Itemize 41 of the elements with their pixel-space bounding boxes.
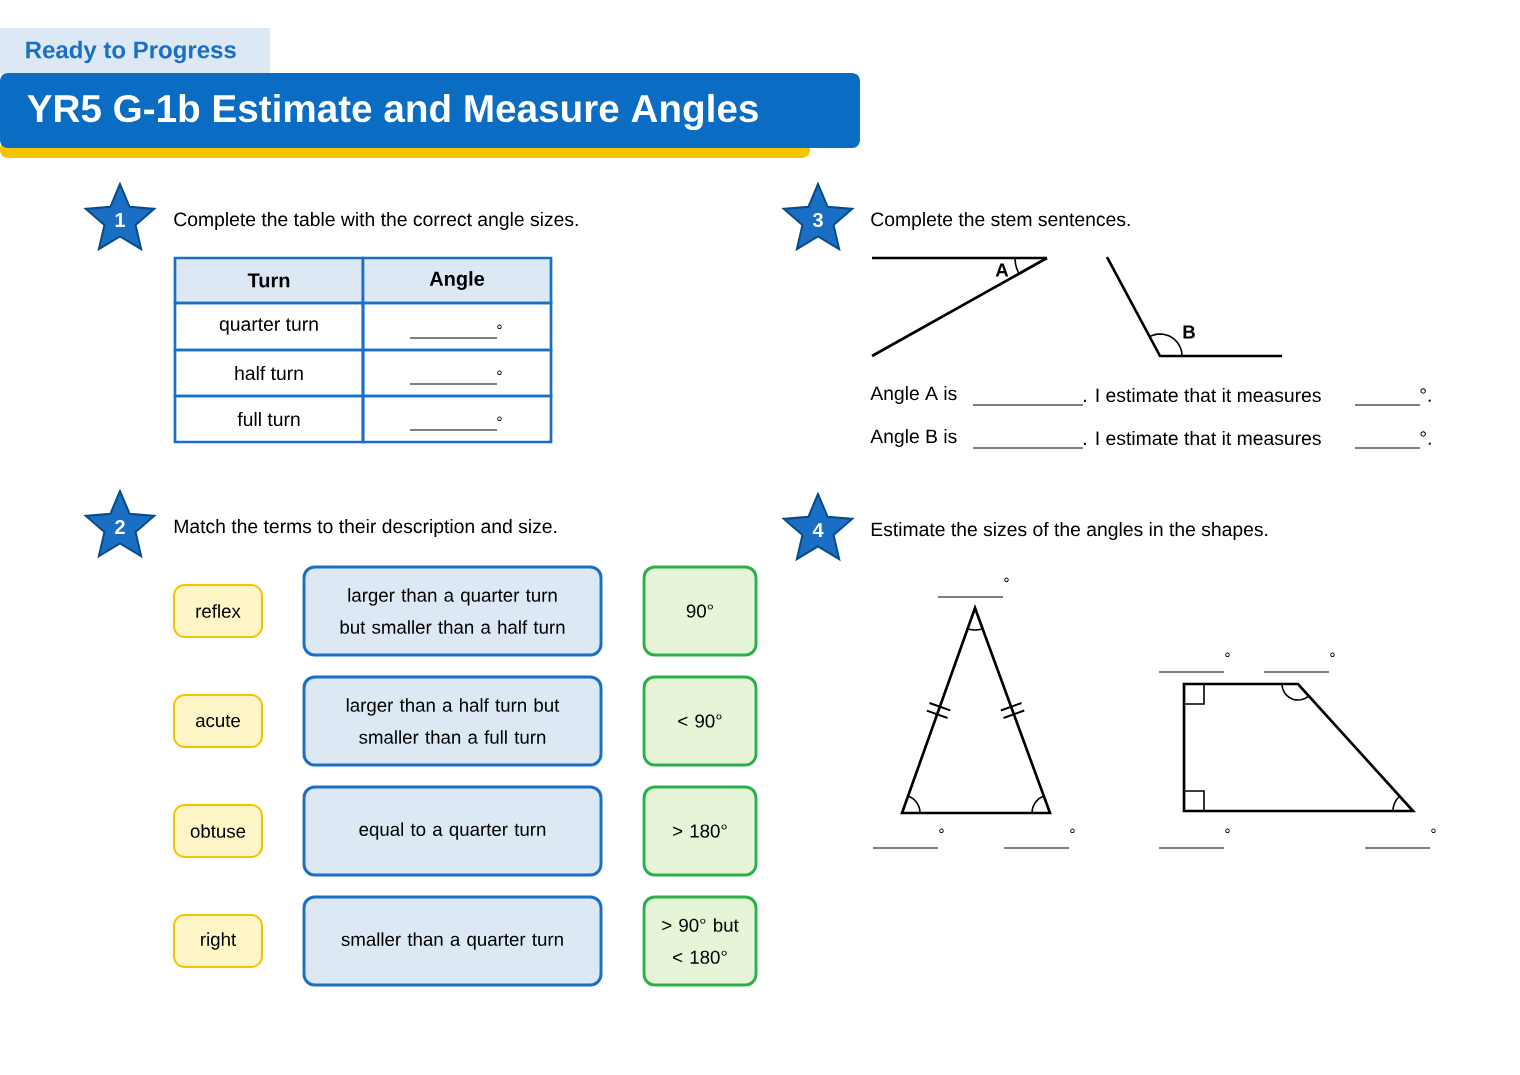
degree-sign: ° bbox=[1225, 652, 1230, 658]
instruction-text: Complete the stem sentences. bbox=[871, 212, 1130, 230]
sentence-text: . I estimate that it measures bbox=[1084, 387, 1321, 403]
angle-letter: A bbox=[995, 263, 1009, 277]
term-card: acute bbox=[173, 694, 263, 748]
table-header-cell: Turn bbox=[173, 256, 365, 305]
degree-sign: ° bbox=[497, 416, 502, 422]
degree-sign: ° bbox=[1431, 828, 1436, 834]
size-card: < 90° bbox=[642, 675, 758, 767]
degree-sign: ° bbox=[497, 324, 502, 330]
sentence-text: Angle B is bbox=[870, 429, 957, 447]
degree-sign: ° bbox=[497, 370, 502, 376]
angle-letter: B bbox=[1183, 325, 1195, 339]
degree-sign: ° bbox=[1070, 828, 1075, 834]
term-card: reflex bbox=[173, 584, 263, 638]
sentence-text: °. bbox=[1420, 431, 1431, 445]
subtitle: Ready to Progress bbox=[26, 40, 236, 64]
degree-sign: ° bbox=[939, 828, 944, 834]
size-card: > 180° bbox=[642, 785, 758, 877]
sentence-text: . I estimate that it measures bbox=[1084, 430, 1321, 446]
table-cell: half turn bbox=[173, 348, 365, 398]
table-header-cell: Angle bbox=[361, 256, 553, 305]
sentence-text: °. bbox=[1420, 388, 1431, 402]
table-cell: quarter turn bbox=[173, 301, 365, 352]
instruction-text: Complete the table with the correct angle sizes. bbox=[174, 212, 578, 230]
degree-sign: ° bbox=[1330, 652, 1335, 658]
size-card: > 90° but < 180° bbox=[642, 895, 758, 987]
instruction-text: Match the terms to their description and size. bbox=[174, 519, 557, 537]
term-card: right bbox=[173, 914, 263, 968]
degree-sign: ° bbox=[1225, 828, 1230, 834]
description-card: equal to a quarter turn bbox=[302, 785, 603, 877]
instruction-text: Estimate the sizes of the angles in the shapes. bbox=[871, 522, 1268, 540]
description-card: larger than a quarter turn but smaller than a half turn bbox=[302, 565, 603, 657]
title-banner: YR5 G-1b Estimate and Measure Angles bbox=[0, 73, 860, 148]
size-card: 90° bbox=[642, 565, 758, 657]
degree-sign: ° bbox=[1004, 577, 1009, 583]
term-card: obtuse bbox=[173, 804, 263, 858]
sentence-text: Angle A is bbox=[870, 386, 957, 404]
description-card: larger than a half turn but smaller than a full turn bbox=[302, 675, 603, 767]
table-cell: full turn bbox=[173, 394, 365, 444]
description-card: smaller than a quarter turn bbox=[302, 895, 603, 987]
